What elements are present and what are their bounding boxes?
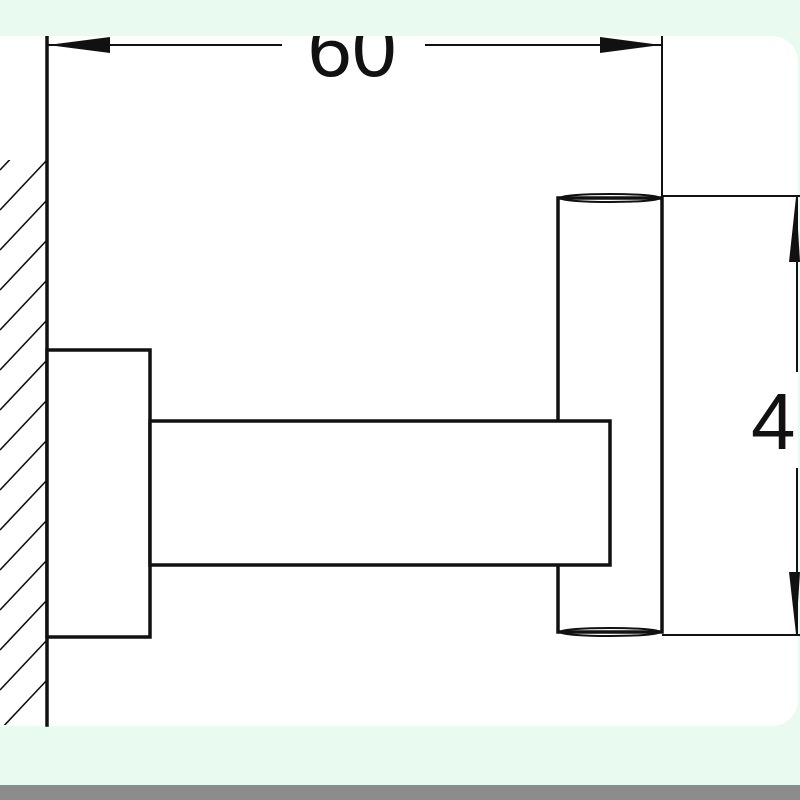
hook-end-cylinder bbox=[556, 196, 664, 634]
wall-hatching bbox=[0, 160, 47, 725]
hook-arm bbox=[148, 419, 612, 567]
hatch-line bbox=[3, 679, 47, 725]
hatch-line bbox=[0, 399, 47, 451]
cylinder-bottom-edge bbox=[559, 627, 661, 637]
hatch-line bbox=[0, 519, 47, 571]
hatch-line bbox=[0, 599, 47, 651]
top-band bbox=[0, 0, 800, 36]
cylinder-top-edge bbox=[559, 193, 661, 203]
height-arrow-bottom bbox=[789, 572, 800, 634]
hatch-line bbox=[0, 319, 47, 371]
hatch-line bbox=[0, 160, 47, 211]
hatch-line bbox=[0, 359, 47, 411]
hatch-line bbox=[0, 239, 47, 291]
hatch-line bbox=[0, 479, 47, 531]
hatch-line bbox=[0, 639, 47, 691]
base-plate bbox=[45, 348, 152, 639]
width-arrow-left bbox=[48, 37, 110, 53]
hatch-line bbox=[0, 279, 47, 331]
width-arrow-right bbox=[600, 37, 661, 53]
hatch-line bbox=[0, 559, 47, 611]
hatch-line bbox=[0, 199, 47, 251]
hatch-line bbox=[0, 160, 11, 171]
height-dimension-label: 4 bbox=[751, 377, 796, 466]
height-arrow-top bbox=[789, 197, 800, 262]
hatch-line bbox=[0, 439, 47, 491]
bottom-bar bbox=[0, 785, 800, 800]
